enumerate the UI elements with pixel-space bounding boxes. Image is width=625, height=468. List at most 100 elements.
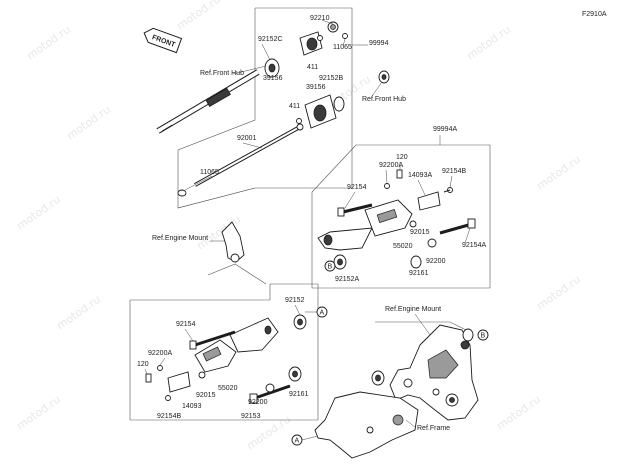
ref-front-hub-left: Ref.Front Hub [200, 70, 244, 77]
slider-upper [299, 31, 323, 56]
axle-upper [156, 69, 260, 134]
ref-engine-mount-left: Ref.Engine Mount [152, 235, 208, 242]
watermark-layer: motod.ru motod.ru motod.ru motod.ru moto… [14, 0, 583, 452]
damper-92015-bottom [198, 371, 206, 379]
label-92200: 92200 [426, 258, 446, 265]
label-92015: 92015 [410, 229, 430, 236]
watermark-text: motod.ru [174, 0, 223, 32]
washer-92200-bottom [265, 383, 275, 393]
watermark-text: motod.ru [64, 103, 113, 143]
ref-front-hub-right: Ref.Front Hub [362, 96, 406, 103]
label-411: 411 [307, 64, 318, 71]
slider-92152c [264, 58, 280, 78]
washer-92200-top [427, 238, 437, 248]
label-14093: 14093 [182, 403, 202, 410]
ref-frame: Ref.Frame [417, 425, 450, 432]
washer-92200a-top [384, 183, 390, 189]
label-92154: 92154 [347, 184, 367, 191]
spacer-39156-b [333, 96, 345, 112]
label-92210: 92210 [310, 15, 330, 22]
label-11065: 11065 [333, 44, 352, 51]
link-line-left [207, 263, 267, 285]
collar-frame-right [462, 328, 474, 342]
front-hub-spacer [378, 70, 390, 84]
watermark-text: motod.ru [534, 273, 583, 313]
bolt-92154-upper [337, 203, 373, 217]
frame-lower-left [129, 283, 319, 421]
label-92001: 92001 [237, 135, 257, 142]
axle-92001 [194, 123, 304, 187]
label-120-lower: 120 [137, 361, 149, 368]
callout-letter: A [320, 310, 325, 317]
label-92015-lower: 92015 [196, 392, 216, 399]
bracket-14093 [167, 371, 191, 393]
callout-a-mid: A [316, 306, 328, 318]
label-99994: 99994 [369, 40, 389, 47]
frame-side-panel [314, 391, 419, 459]
label-92152: 92152 [285, 297, 305, 304]
frame-99994-bottom [177, 187, 256, 209]
washer-92200a-bottom [157, 365, 163, 371]
screw-120-top [396, 169, 403, 179]
callout-b-top: B [324, 260, 336, 272]
label-92152a: 92152A [335, 276, 359, 283]
label-120: 120 [396, 154, 408, 161]
watermark-text: motod.ru [494, 393, 543, 433]
frame-99994a [311, 144, 491, 289]
bolt-411 [317, 35, 323, 41]
watermark-text: motod.ru [54, 293, 103, 333]
label-92154b: 92154B [442, 168, 466, 175]
label-92154-lower: 92154 [176, 321, 196, 328]
label-99994a: 99994A [433, 126, 457, 133]
label-411-b: 411 [289, 103, 300, 110]
screw-120-bottom [145, 373, 152, 383]
watermark-text: motod.ru [464, 23, 513, 63]
engine-mount-left [221, 221, 245, 263]
callout-b-right: B [477, 329, 489, 341]
callout-letter: B [328, 264, 333, 271]
label-92154b-lower: 92154B [157, 413, 181, 420]
label-92161-lower: 92161 [289, 391, 309, 398]
bolt-411-b [296, 118, 302, 124]
label-92200a-lower: 92200A [148, 350, 172, 357]
watermark-text: motod.ru [14, 393, 63, 433]
washer-11065-top [342, 33, 348, 39]
watermark-text: motod.ru [24, 23, 73, 63]
footrest-bracket-lower [194, 317, 279, 373]
slider-92152b [304, 94, 337, 129]
diagram-code: F2910A [582, 11, 607, 18]
label-14093a: 14093A [408, 172, 432, 179]
label-92152c: 92152C [258, 36, 283, 43]
label-92153: 92153 [241, 413, 261, 420]
collar-92152a [333, 254, 347, 270]
label-11065-b: 11065 [200, 169, 219, 176]
label-55020-lower: 55020 [218, 385, 238, 392]
label-39156: 39156 [263, 75, 283, 82]
bolt-92154a [439, 218, 476, 235]
label-92200a: 92200A [379, 162, 403, 169]
watermark-text: motod.ru [534, 153, 583, 193]
bracket-14093a [417, 191, 441, 211]
label-39156-b: 39156 [306, 84, 326, 91]
label-92154a: 92154A [462, 242, 486, 249]
cap-92210 [327, 21, 339, 33]
collar-frame [371, 370, 385, 386]
collar-92161-top [410, 255, 422, 269]
ref-engine-mount-right: Ref.Engine Mount [385, 306, 441, 313]
bolt-92154b-top [443, 187, 453, 193]
callout-letter: A [295, 438, 300, 445]
washer-11065-bottom [177, 189, 187, 197]
front-arrow-tag: FRONT [143, 27, 183, 54]
bolt-92153 [249, 384, 291, 404]
callout-a-bottom: A [291, 434, 303, 446]
label-55020: 55020 [393, 243, 413, 250]
label-92152b: 92152B [319, 75, 343, 82]
label-92200-lower: 92200 [248, 399, 268, 406]
damper-92015-top [409, 220, 417, 228]
footrest-bracket-upper [317, 199, 413, 251]
link-line-right [375, 321, 471, 333]
collar-92152 [293, 314, 307, 330]
collar-92161-bottom [288, 366, 302, 382]
